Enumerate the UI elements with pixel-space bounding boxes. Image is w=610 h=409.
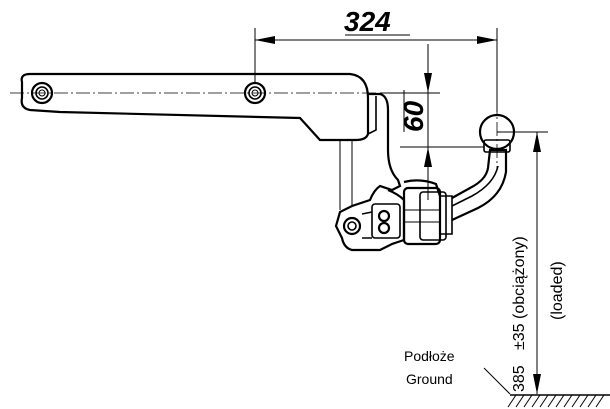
- hatch-stroke: [507, 394, 517, 408]
- dimension-60: [380, 44, 484, 200]
- mounting-hole-left: [30, 81, 54, 105]
- dimension-loaded-label: (loaded): [549, 261, 566, 320]
- dimension-385: [497, 131, 548, 394]
- hatch-stroke: [555, 394, 565, 408]
- hatch-stroke: [563, 394, 573, 408]
- dimension-tolerance-label: ±35 (obciążony): [511, 236, 528, 350]
- dimension-324-label: 324: [344, 6, 391, 37]
- hatch-stroke: [531, 394, 541, 408]
- dimension-324: [254, 28, 498, 112]
- gooseneck-arm: [451, 139, 511, 221]
- socket-assembly: [342, 179, 453, 246]
- dimension-60-label: 60: [398, 100, 429, 132]
- ground-label-pl: Podłoże: [404, 348, 455, 364]
- dimension-385-label: 385: [511, 365, 528, 392]
- hatch-stroke: [571, 394, 581, 408]
- hatch-stroke: [515, 394, 525, 408]
- hatch-stroke: [547, 394, 557, 408]
- ground-line: [483, 367, 610, 408]
- support-plate: [334, 92, 406, 252]
- hatch-stroke: [587, 394, 597, 408]
- hatch-stroke: [539, 394, 549, 408]
- crossbeam: [10, 72, 378, 142]
- ground-hatching: [507, 394, 605, 408]
- ground-label-en: Ground: [406, 371, 453, 387]
- hatch-stroke: [579, 394, 589, 408]
- hatch-stroke: [595, 394, 605, 408]
- hatch-stroke: [523, 394, 533, 408]
